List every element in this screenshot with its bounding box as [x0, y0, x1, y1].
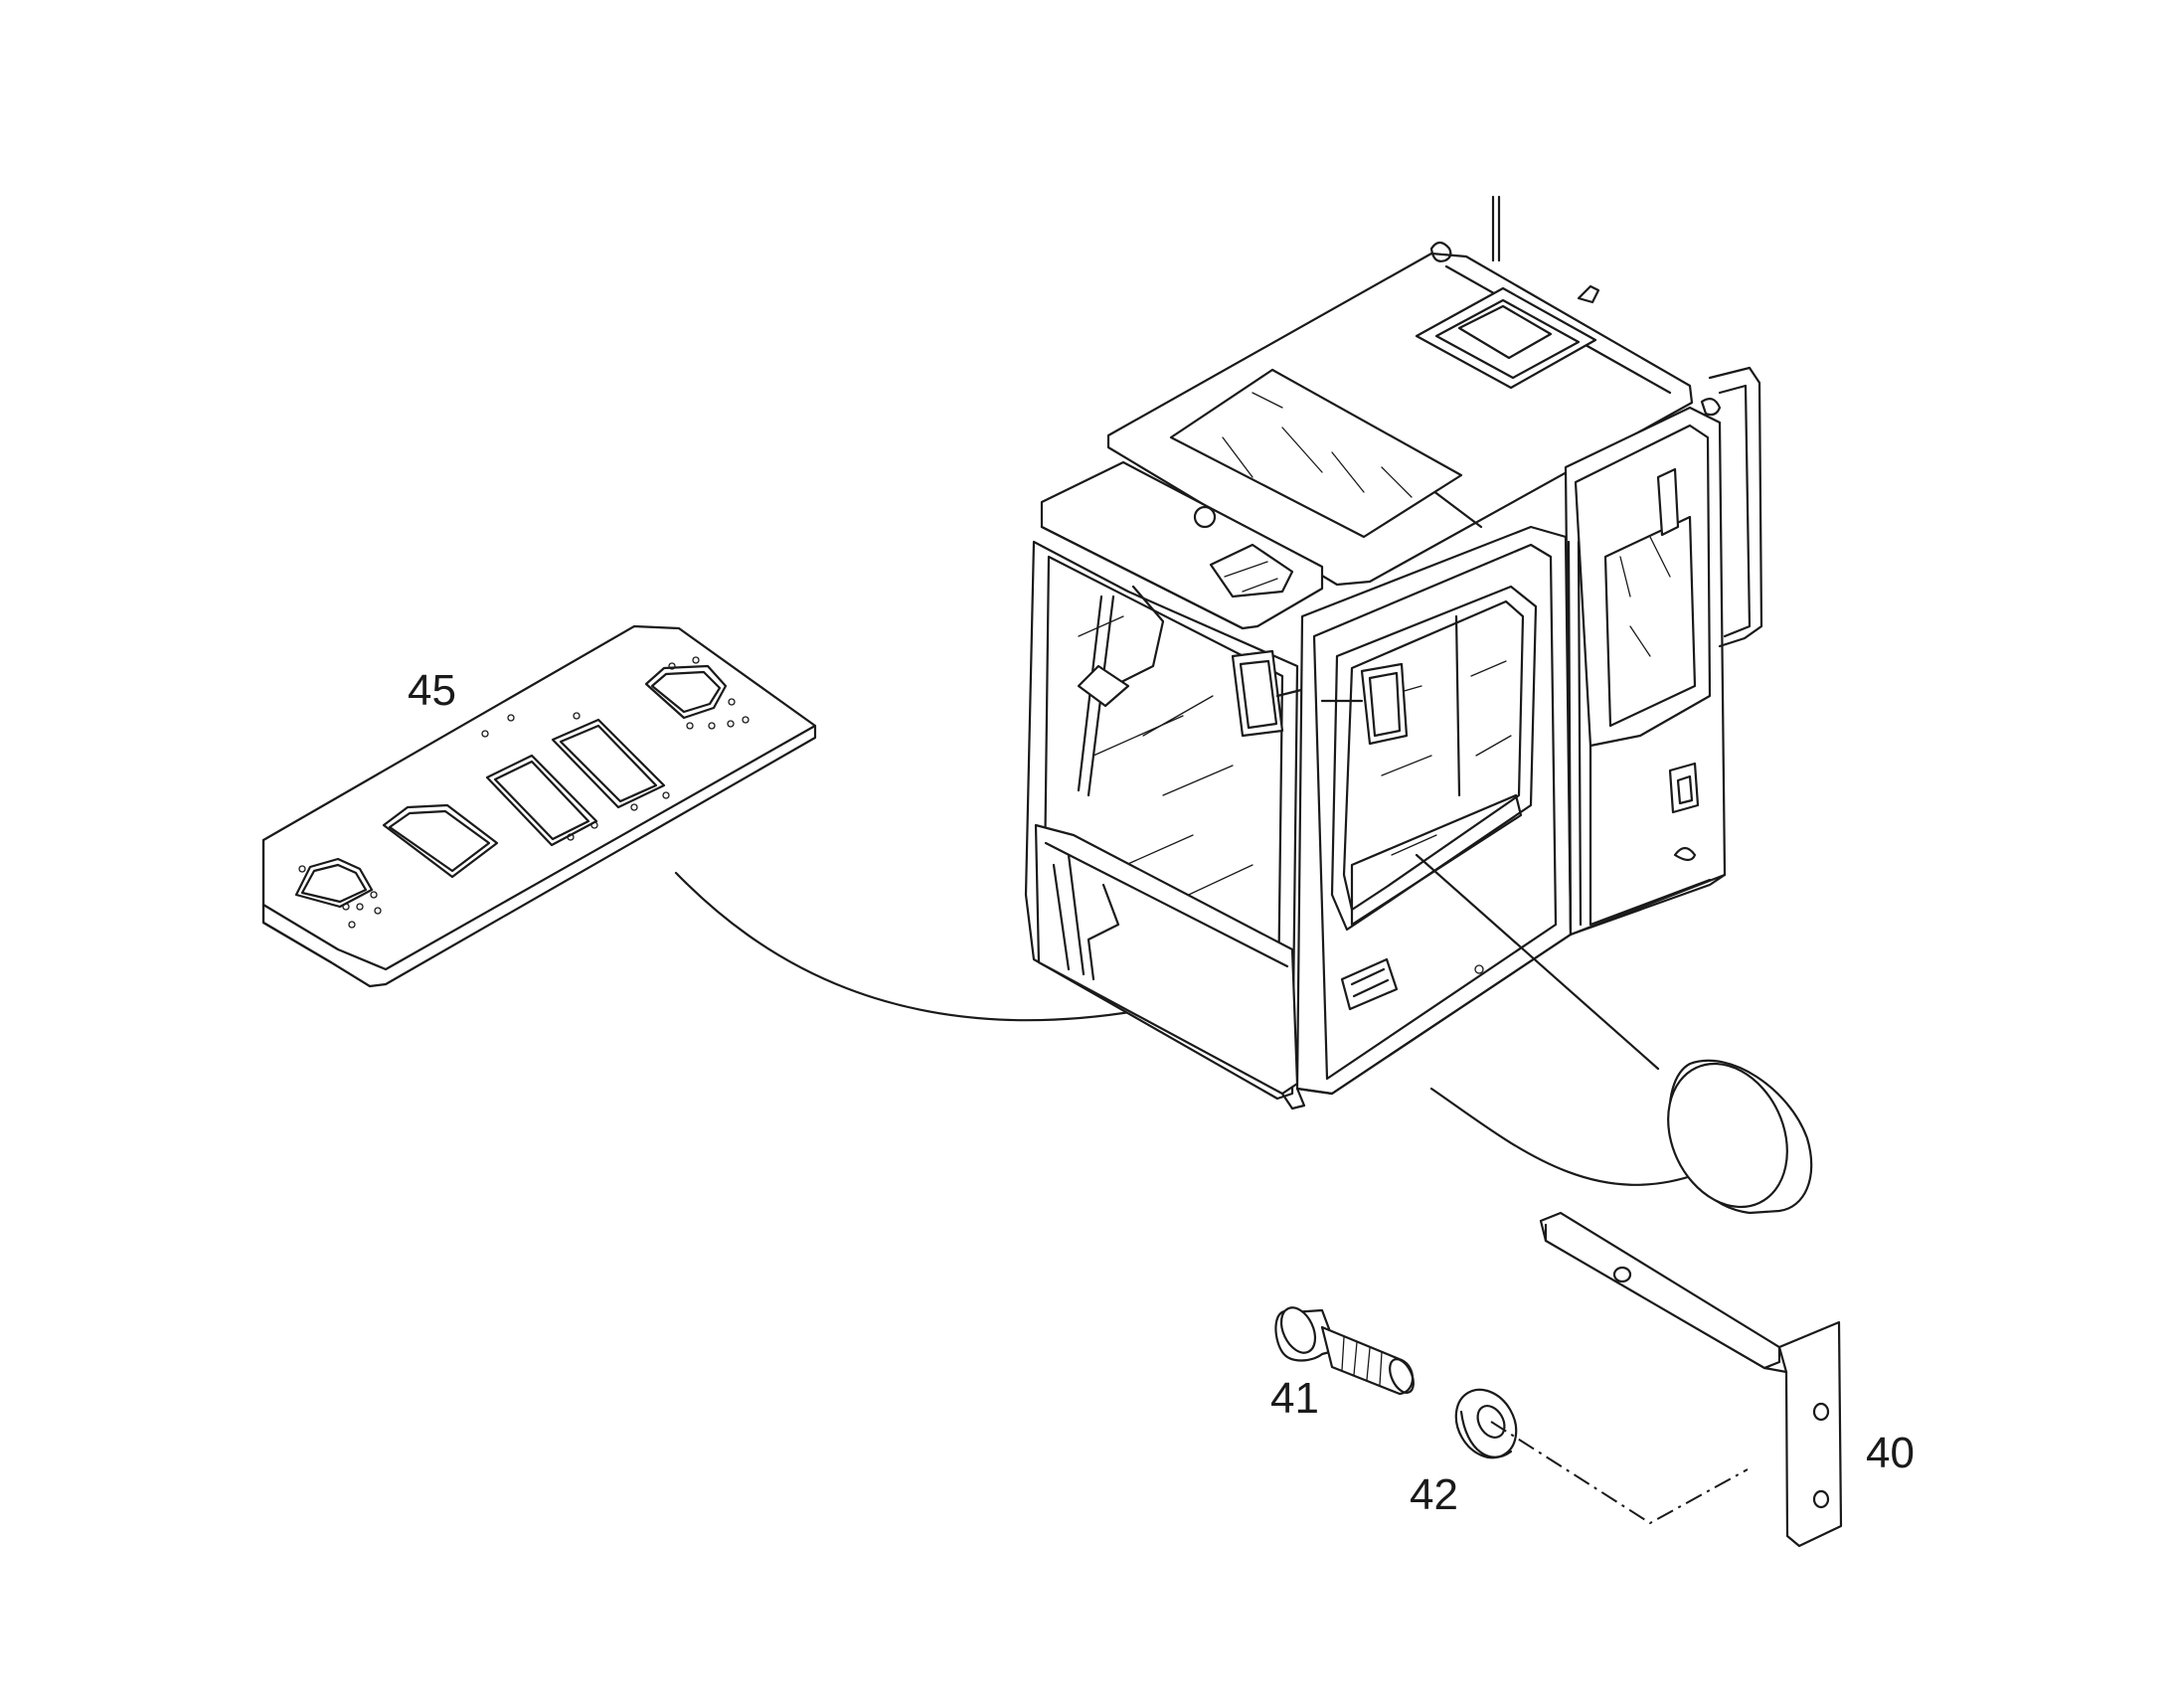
part-42-washer [1454, 1388, 1518, 1459]
callout-40: 40 [1866, 1429, 1915, 1477]
part-41-bolt [1274, 1306, 1415, 1396]
leader-cap-curve [1429, 1087, 1702, 1186]
callout-42: 42 [1410, 1470, 1458, 1519]
leader-cap [1415, 853, 1660, 1071]
part-40-bracket [1539, 1211, 1843, 1548]
part-cap [1667, 1059, 1813, 1215]
callout-41: 41 [1270, 1374, 1319, 1423]
leader-45 [674, 871, 1150, 1022]
part-45-plate [261, 624, 817, 988]
centerline [1490, 1421, 1749, 1525]
callout-45: 45 [408, 666, 456, 715]
cab-assembly [1024, 195, 1763, 1110]
